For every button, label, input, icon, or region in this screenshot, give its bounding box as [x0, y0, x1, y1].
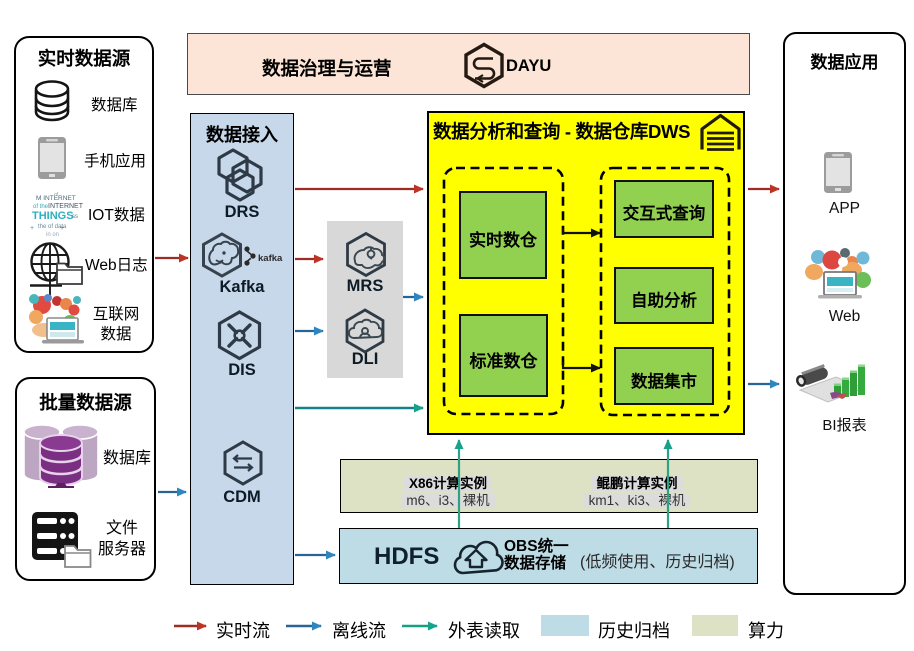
svg-text:kafka: kafka	[258, 253, 283, 264]
svg-text:of the: of the	[33, 204, 49, 210]
svg-text:THINGS: THINGS	[32, 210, 74, 222]
svg-text:in on: in on	[46, 232, 59, 238]
svg-text:ss: ss	[72, 214, 78, 220]
svg-text:+: +	[60, 225, 64, 232]
svg-text:of: of	[54, 192, 59, 198]
svg-text:M INTERNET: M INTERNET	[36, 195, 76, 202]
svg-text:INTERNET: INTERNET	[48, 203, 84, 210]
svg-text:+: +	[30, 225, 34, 232]
svg-text:the of data: the of data	[38, 224, 67, 230]
